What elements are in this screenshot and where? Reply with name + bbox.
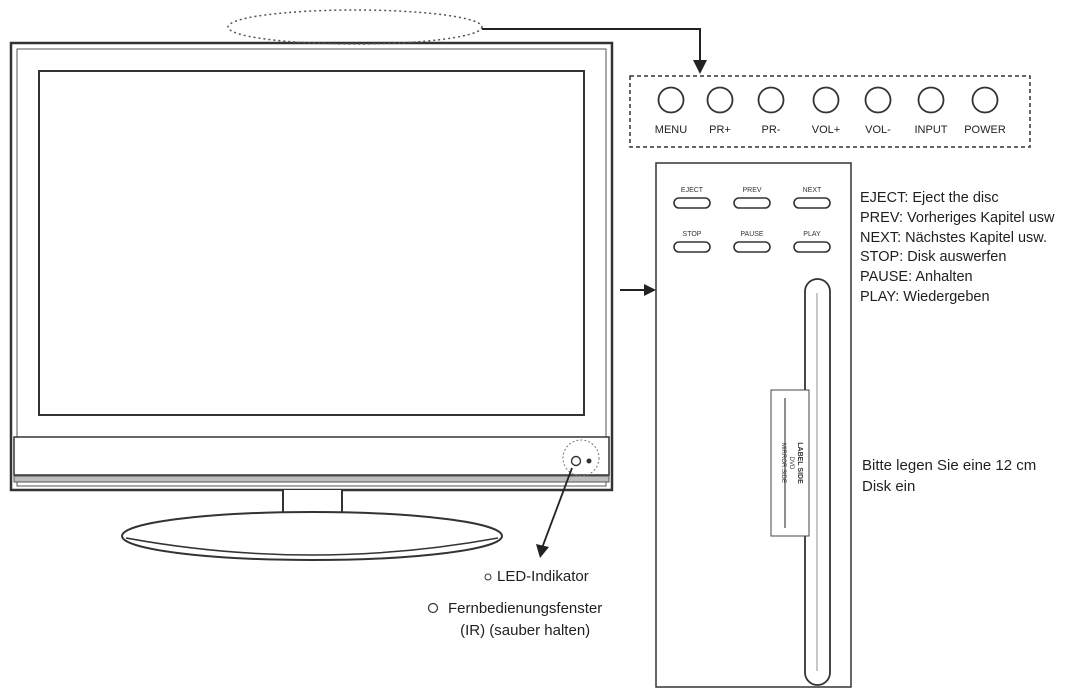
top-buttons-dotted-ellipse xyxy=(227,9,483,45)
led-ir-dotted-circle xyxy=(562,439,600,477)
disc-note: Bitte legen Sie eine 12 cm Disk ein xyxy=(862,455,1036,497)
prev-disc-button-label: PREV xyxy=(742,187,761,194)
menu-button-label: MENU xyxy=(655,124,687,136)
play-disc-button-label: PLAY xyxy=(803,231,821,238)
tv-stand-base xyxy=(121,511,503,561)
stop-disc-button-label: STOP xyxy=(683,231,702,238)
prplus-button[interactable] xyxy=(706,86,734,114)
ir-label-bullet xyxy=(427,602,439,614)
led-pointer-arrowhead xyxy=(536,544,549,558)
led-indicator-label: LED-Indikator xyxy=(497,568,589,585)
prminus-button[interactable] xyxy=(757,86,785,114)
prev-disc-button[interactable] xyxy=(733,197,771,209)
tv-bezel-inner xyxy=(16,48,607,487)
disc-label-card xyxy=(770,389,810,537)
volminus-button-label: VOL- xyxy=(865,124,891,136)
eject-disc-button[interactable] xyxy=(673,197,711,209)
led-label-bullet xyxy=(484,573,492,581)
legend-stop: STOP: Disk auswerfen xyxy=(860,249,1007,266)
volminus-button[interactable] xyxy=(864,86,892,114)
disc-note-line-1: Bitte legen Sie eine 12 cm xyxy=(862,457,1037,474)
stop-disc-button[interactable] xyxy=(673,241,711,253)
menu-button[interactable] xyxy=(657,86,685,114)
disc-note-line-2: Disk ein xyxy=(862,478,916,495)
input-button-label: INPUT xyxy=(915,124,948,136)
eject-disc-button-label: EJECT xyxy=(681,187,704,194)
legend-play: PLAY: Wiedergeben xyxy=(860,288,990,305)
led-indicator-icon xyxy=(586,458,592,464)
disc-label-side: LABEL SIDE xyxy=(796,442,803,484)
control-panel-arrowhead xyxy=(693,60,707,74)
ir-label-line-2: (IR) (sauber halten) xyxy=(460,622,591,639)
led-pointer-arrow xyxy=(541,467,573,549)
legend-next: NEXT: Nächstes Kapitel usw. xyxy=(860,229,1047,246)
volplus-button[interactable] xyxy=(812,86,840,114)
disc-label-dvd: DVD xyxy=(788,457,794,470)
button-legend: EJECT: Eject the disc PREV: Vorheriges K… xyxy=(860,189,1055,308)
power-button[interactable] xyxy=(971,86,999,114)
legend-prev: PREV: Vorheriges Kapitel usw xyxy=(860,209,1055,226)
power-button-label: POWER xyxy=(964,124,1006,136)
tv-screen xyxy=(38,70,585,416)
ir-window-icon xyxy=(570,455,582,467)
tv-bottom-bar xyxy=(13,436,610,476)
legend-pause: PAUSE: Anhalten xyxy=(860,269,973,286)
play-disc-button[interactable] xyxy=(793,241,831,253)
tv-stand-base-edge xyxy=(125,537,499,556)
next-disc-button-label: NEXT xyxy=(803,187,822,194)
volplus-button-label: VOL+ xyxy=(812,124,840,136)
prminus-button-label: PR- xyxy=(762,124,781,136)
pause-disc-button-label: PAUSE xyxy=(740,231,764,238)
next-disc-button[interactable] xyxy=(793,197,831,209)
input-button[interactable] xyxy=(917,86,945,114)
tv-base-strip xyxy=(13,475,610,483)
control-panel-arrow xyxy=(482,28,701,64)
prplus-button-label: PR+ xyxy=(709,124,731,136)
pause-disc-button[interactable] xyxy=(733,241,771,253)
disc-label-mirror: MIRROR SIDE xyxy=(780,443,786,483)
ir-label-line-1: Fernbedienungsfenster xyxy=(448,600,603,617)
legend-eject: EJECT: Eject the disc xyxy=(860,190,999,206)
disc-panel-arrowhead xyxy=(644,284,656,296)
ir-window-label: Fernbedienungsfenster (IR) (sauber halte… xyxy=(448,598,602,642)
